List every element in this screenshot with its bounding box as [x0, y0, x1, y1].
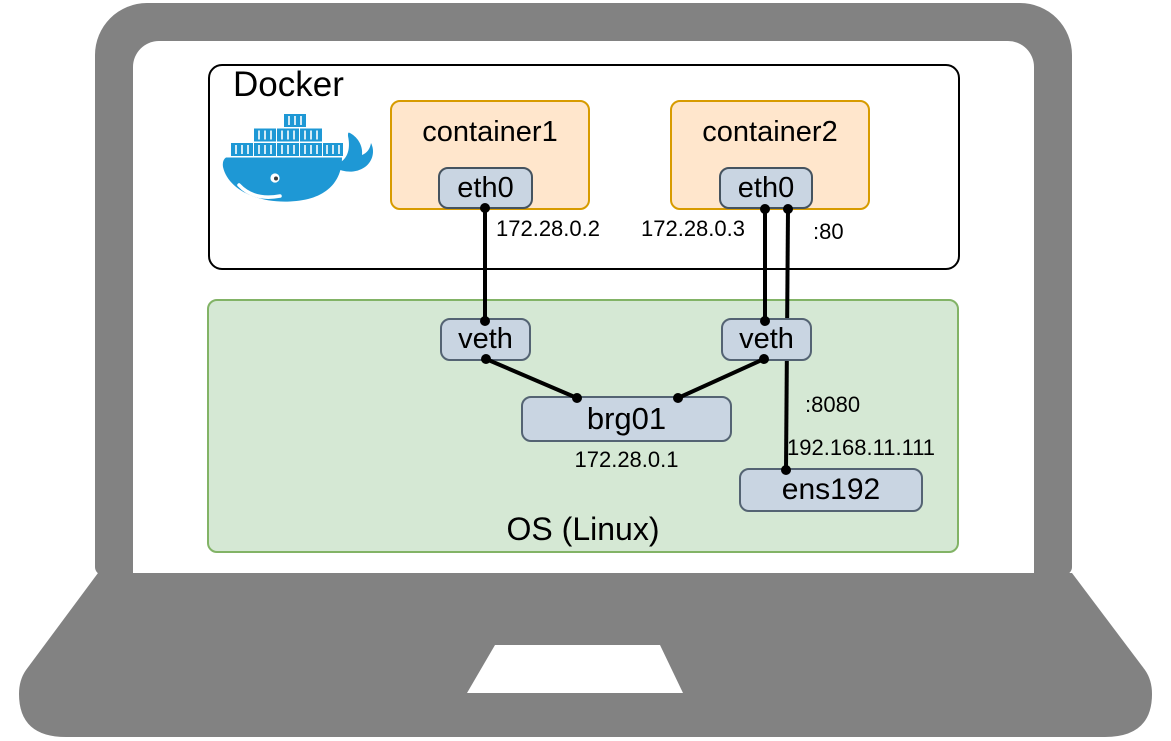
laptop-base	[19, 573, 1152, 737]
bridge-ip-label: 172.28.0.1	[574, 447, 679, 472]
whale-body	[222, 157, 342, 202]
docker-whale-icon	[222, 114, 373, 202]
bridge-box: brg01	[521, 396, 732, 442]
whale-smile	[237, 183, 282, 199]
whale-tail	[336, 132, 373, 172]
container1-ip-label: 172.28.0.2	[496, 216, 600, 241]
container2-eth0-label: eth0	[737, 171, 795, 204]
veth1-box: veth	[440, 318, 531, 361]
container2-ip-label: 172.28.0.3	[641, 216, 745, 241]
docker-title: Docker	[233, 65, 344, 104]
nic-label: ens192	[781, 473, 881, 506]
os-title: OS (Linux)	[506, 511, 660, 547]
laptop-base-notch	[467, 645, 683, 693]
container1-eth0-box: eth0	[438, 167, 533, 209]
veth2-label: veth	[739, 323, 794, 355]
container1-eth0-label: eth0	[457, 171, 514, 204]
container2-port-label: :80	[813, 219, 844, 244]
nic-port-label: :8080	[805, 392, 861, 417]
container2-label: container2	[702, 116, 838, 148]
bridge-label: brg01	[586, 401, 667, 436]
container1-label: container1	[422, 116, 558, 148]
nic-box: ens192	[739, 468, 923, 512]
container2-eth0-box: eth0	[719, 167, 813, 209]
nic-ip-label: 192.168.11.111	[787, 435, 936, 460]
veth1-label: veth	[458, 323, 513, 355]
veth2-box: veth	[721, 318, 812, 361]
